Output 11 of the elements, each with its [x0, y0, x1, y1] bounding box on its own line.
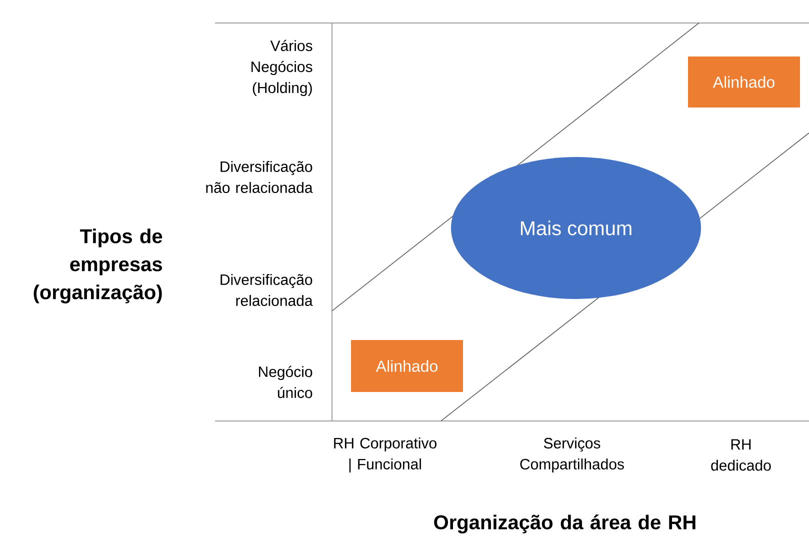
axis-title: Organização da área de RH [434, 514, 696, 534]
row-label: Negócio único [259, 366, 312, 398]
label-box: Alinhado [688, 56, 800, 108]
axis-title: Tipos de empresas (organização) [34, 228, 162, 304]
column-label: RH Corporativo | Funcional [334, 437, 436, 473]
column-label: RH dedicado [711, 439, 771, 471]
row-label: Diversificação relacionada [220, 274, 313, 306]
row-label: Vários Negócios (Holding) [252, 40, 312, 96]
column-label: Serviços Compartilhados [520, 438, 624, 472]
label-box: Alinhado [351, 340, 463, 392]
row-label: Diversificação não relacionada [206, 160, 313, 193]
